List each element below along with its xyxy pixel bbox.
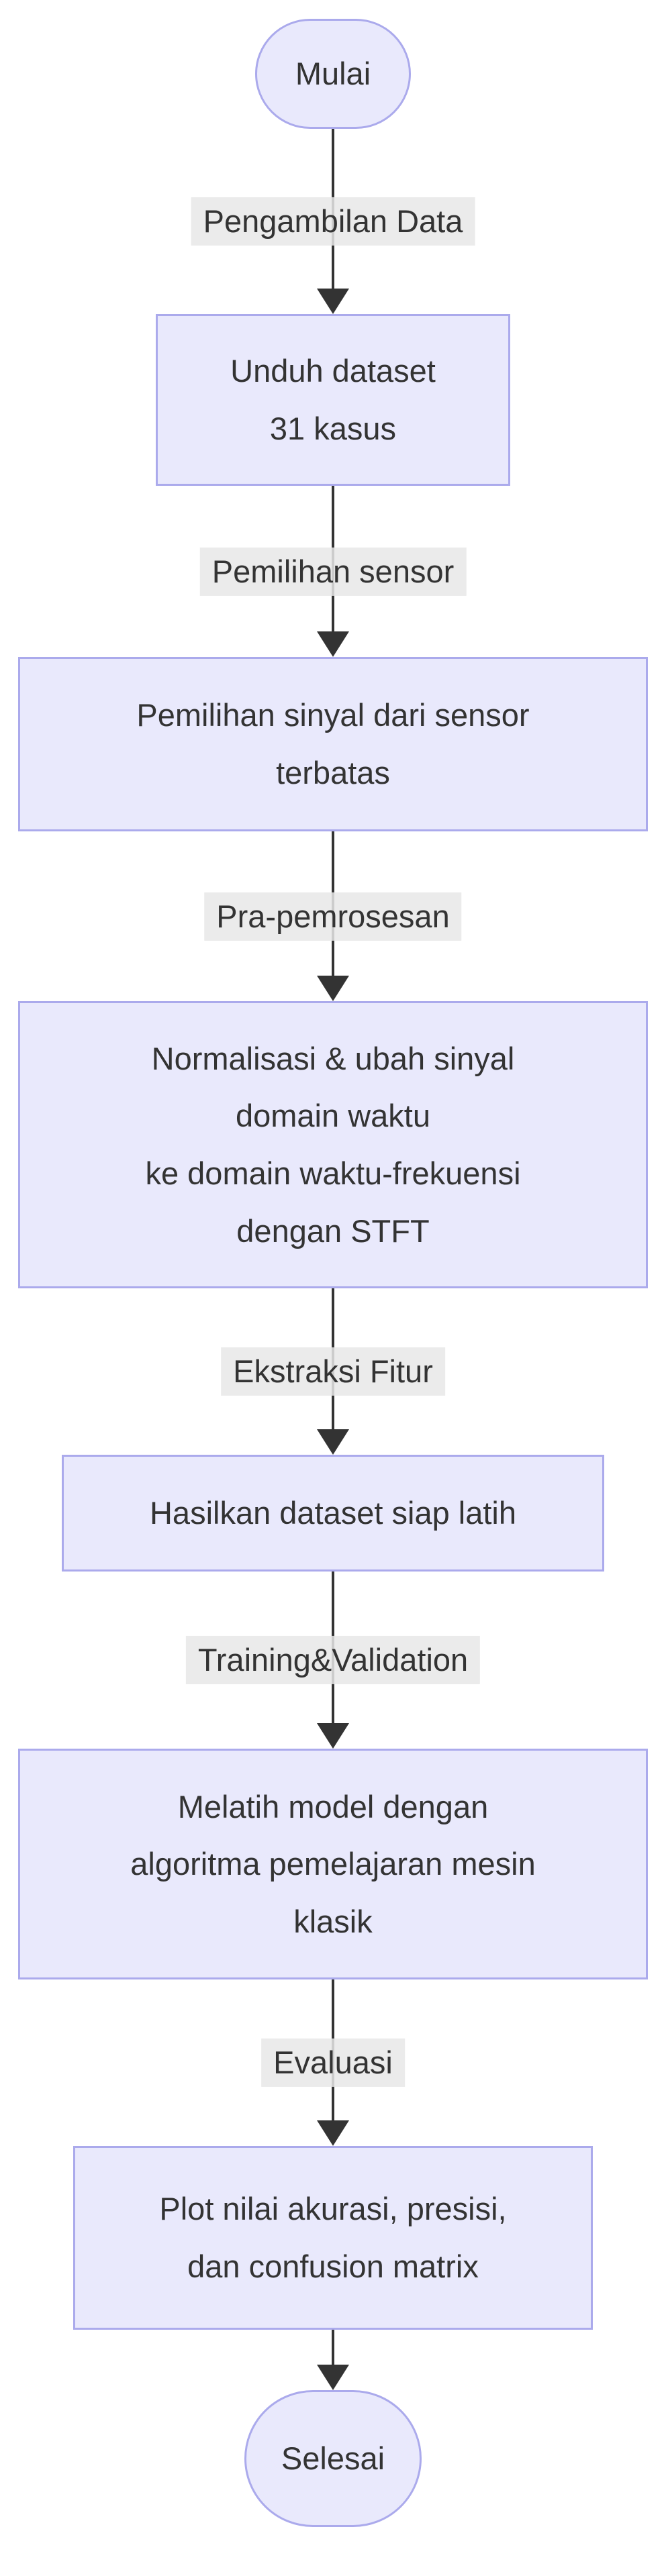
node-unduh-dataset: Unduh dataset 31 kasus	[156, 314, 510, 486]
arrowhead-icon	[317, 2365, 349, 2390]
node-plot-evaluasi-label: Plot nilai akurasi, presisi, dan confusi…	[159, 2191, 507, 2284]
node-hasilkan-dataset: Hasilkan dataset siap latih	[62, 1455, 604, 1572]
node-normalisasi-stft: Normalisasi & ubah sinyal domain waktu k…	[18, 1001, 648, 1288]
arrowhead-icon	[317, 2120, 349, 2146]
edge-pengambilan-data: Pengambilan Data	[0, 129, 666, 314]
node-pemilihan-sinyal-label: Pemilihan sinyal dari sensor terbatas	[136, 697, 530, 790]
node-mulai: Mulai	[255, 19, 411, 129]
edge-label-pra-pemrosesan: Pra-pemrosesan	[204, 892, 462, 941]
edge-training-validation: Training&Validation	[0, 1572, 666, 1749]
edge-pra-pemrosesan: Pra-pemrosesan	[0, 831, 666, 1001]
node-selesai: Selesai	[244, 2390, 422, 2527]
node-mulai-label: Mulai	[295, 56, 371, 92]
edge-evaluasi: Evaluasi	[0, 1979, 666, 2146]
edge-ekstraksi-fitur: Ekstraksi Fitur	[0, 1288, 666, 1455]
edge-label-ekstraksi-fitur: Ekstraksi Fitur	[221, 1347, 445, 1396]
edge-to-selesai	[0, 2330, 666, 2390]
arrowhead-icon	[317, 976, 349, 1001]
node-selesai-label: Selesai	[281, 2440, 385, 2477]
edge-label-evaluasi: Evaluasi	[261, 2038, 405, 2088]
node-melatih-model: Melatih model dengan algoritma pemelajar…	[18, 1749, 648, 1979]
arrowhead-icon	[317, 1429, 349, 1455]
arrowhead-icon	[317, 289, 349, 314]
node-normalisasi-stft-label: Normalisasi & ubah sinyal domain waktu k…	[145, 1040, 521, 1249]
edge-line	[332, 2330, 334, 2378]
edge-label-training-validation: Training&Validation	[185, 1635, 481, 1685]
arrowhead-icon	[317, 631, 349, 657]
edge-label-pengambilan-data: Pengambilan Data	[191, 197, 475, 246]
edge-label-pemilihan-sensor: Pemilihan sensor	[199, 547, 467, 596]
node-plot-evaluasi: Plot nilai akurasi, presisi, dan confusi…	[73, 2146, 593, 2330]
node-pemilihan-sinyal: Pemilihan sinyal dari sensor terbatas	[18, 657, 648, 831]
arrowhead-icon	[317, 1723, 349, 1749]
node-melatih-model-label: Melatih model dengan algoritma pemelajar…	[130, 1788, 536, 1939]
node-hasilkan-dataset-label: Hasilkan dataset siap latih	[149, 1495, 517, 1531]
node-unduh-dataset-label: Unduh dataset 31 kasus	[230, 353, 436, 446]
edge-pemilihan-sensor: Pemilihan sensor	[0, 486, 666, 657]
